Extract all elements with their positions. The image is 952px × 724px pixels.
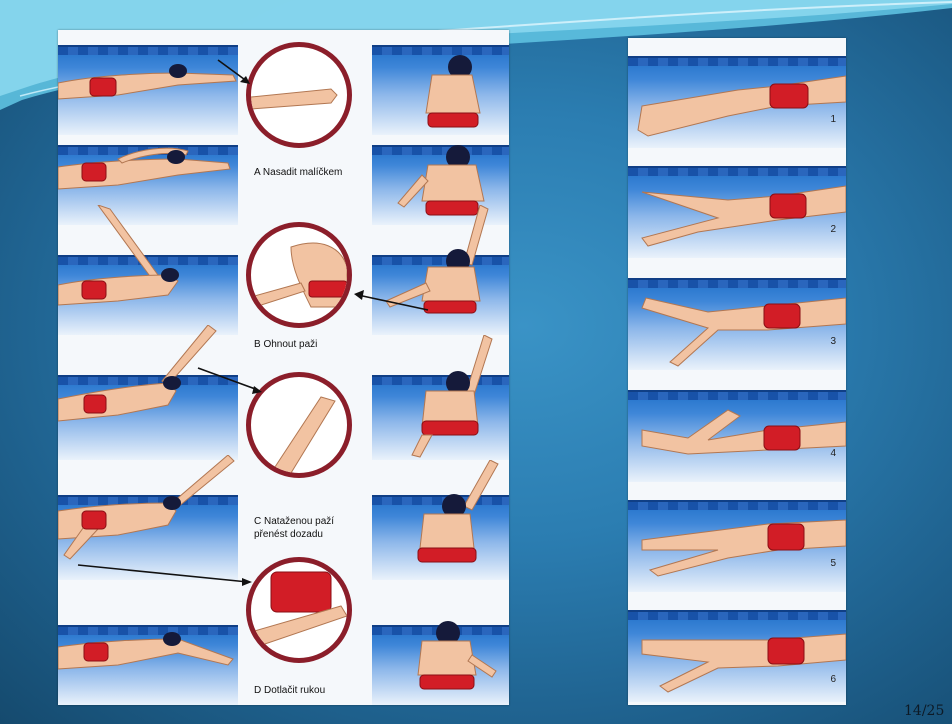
kick-frame-1: 1 xyxy=(628,56,846,148)
caption-b: B Ohnout paži xyxy=(254,338,317,351)
caption-c: C Nataženou paží přenést dozadu xyxy=(254,502,334,541)
frame-number: 5 xyxy=(830,558,836,569)
swimmer-legs-icon xyxy=(628,610,846,702)
swimmer-legs-icon xyxy=(628,278,846,370)
caption-d: D Dotlačit rukou xyxy=(254,684,325,697)
kick-frame-5: 5 xyxy=(628,500,846,592)
swimmer-legs-icon xyxy=(628,166,846,258)
pointer-arrows xyxy=(58,30,509,705)
arm-stroke-figure: A Nasadit malíčkem B Ohnout paži C Nataž… xyxy=(58,30,509,705)
swimmer-legs-icon xyxy=(628,56,846,148)
swimmer-legs-icon xyxy=(628,500,846,592)
frame-number: 6 xyxy=(830,674,836,685)
caption-a: A Nasadit malíčkem xyxy=(254,166,342,179)
kick-frame-6: 6 xyxy=(628,610,846,702)
kick-frame-3: 3 xyxy=(628,278,846,370)
frame-number: 4 xyxy=(830,448,836,459)
swimmer-legs-icon xyxy=(628,390,846,482)
leg-kick-figure: 1 2 3 4 xyxy=(628,38,846,705)
frame-number: 2 xyxy=(830,224,836,235)
frame-number: 1 xyxy=(830,114,836,125)
page-number: 14/25 xyxy=(904,703,944,719)
kick-frame-2: 2 xyxy=(628,166,846,258)
kick-frame-4: 4 xyxy=(628,390,846,482)
frame-number: 3 xyxy=(830,336,836,347)
